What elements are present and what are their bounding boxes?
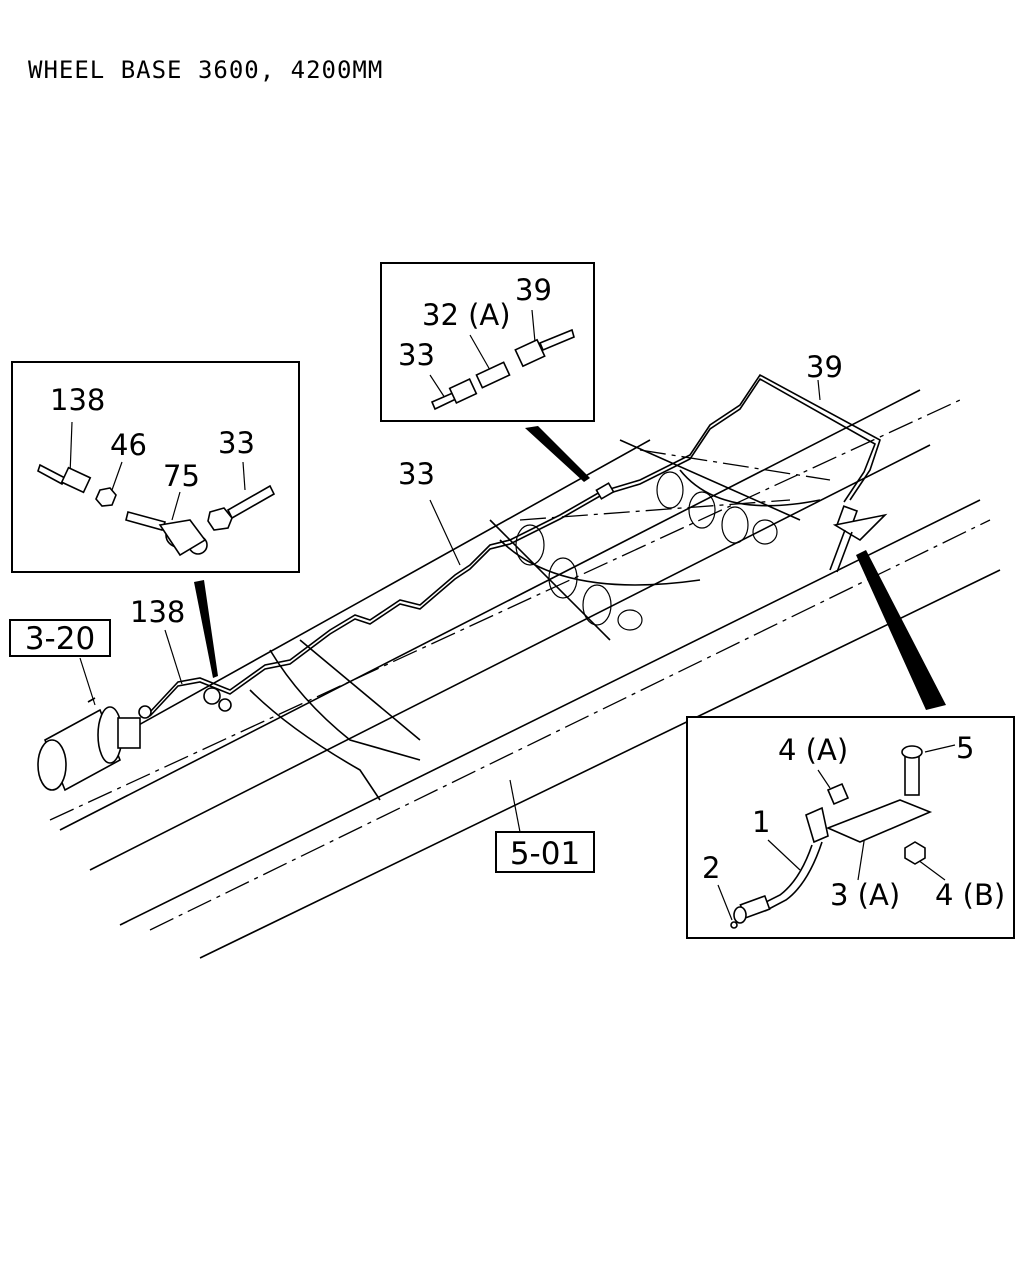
inset-top-label-32a: 32 (A) bbox=[422, 298, 511, 332]
inset-top-label-39: 39 bbox=[515, 273, 552, 307]
callout-right bbox=[856, 550, 946, 710]
inset-right-label-2: 2 bbox=[702, 851, 720, 885]
ref-box-frame[interactable] bbox=[495, 831, 595, 873]
inset-left-label-46: 46 bbox=[110, 428, 147, 462]
chassis-frame bbox=[39, 389, 1001, 959]
ref-box-booster[interactable] bbox=[9, 619, 111, 657]
inset-right-label-4b: 4 (B) bbox=[935, 878, 1005, 912]
inset-top-label-33: 33 bbox=[398, 338, 435, 372]
inset-left-label-75: 75 bbox=[163, 459, 200, 493]
inset-right-label-5: 5 bbox=[956, 731, 974, 765]
inset-top: 33 32 (A) 39 bbox=[380, 262, 595, 422]
callout-top bbox=[525, 426, 590, 482]
inset-right-label-1: 1 bbox=[752, 805, 770, 839]
inset-left-label-138: 138 bbox=[50, 383, 105, 417]
inset-right: 4 (A) 5 1 2 3 (A) 4 (B) bbox=[686, 716, 1015, 939]
ref-frame[interactable]: 5-01 bbox=[510, 836, 580, 872]
inset-left-label-33: 33 bbox=[218, 426, 255, 460]
inset-right-label-3a: 3 (A) bbox=[830, 878, 900, 912]
diagram-title: WHEEL BASE 3600, 4200MM bbox=[28, 56, 383, 84]
brake-pipe-route bbox=[149, 373, 888, 717]
ref-booster[interactable]: 3-20 bbox=[25, 621, 95, 657]
inset-right-label-4a: 4 (A) bbox=[778, 733, 848, 767]
label-pipe-138: 138 bbox=[130, 595, 185, 629]
label-pipe-33: 33 bbox=[398, 457, 435, 491]
label-pipe-39: 39 bbox=[806, 350, 843, 384]
inset-left: 138 46 75 33 bbox=[11, 361, 300, 573]
brake-booster bbox=[37, 687, 232, 792]
callout-left bbox=[194, 580, 218, 678]
